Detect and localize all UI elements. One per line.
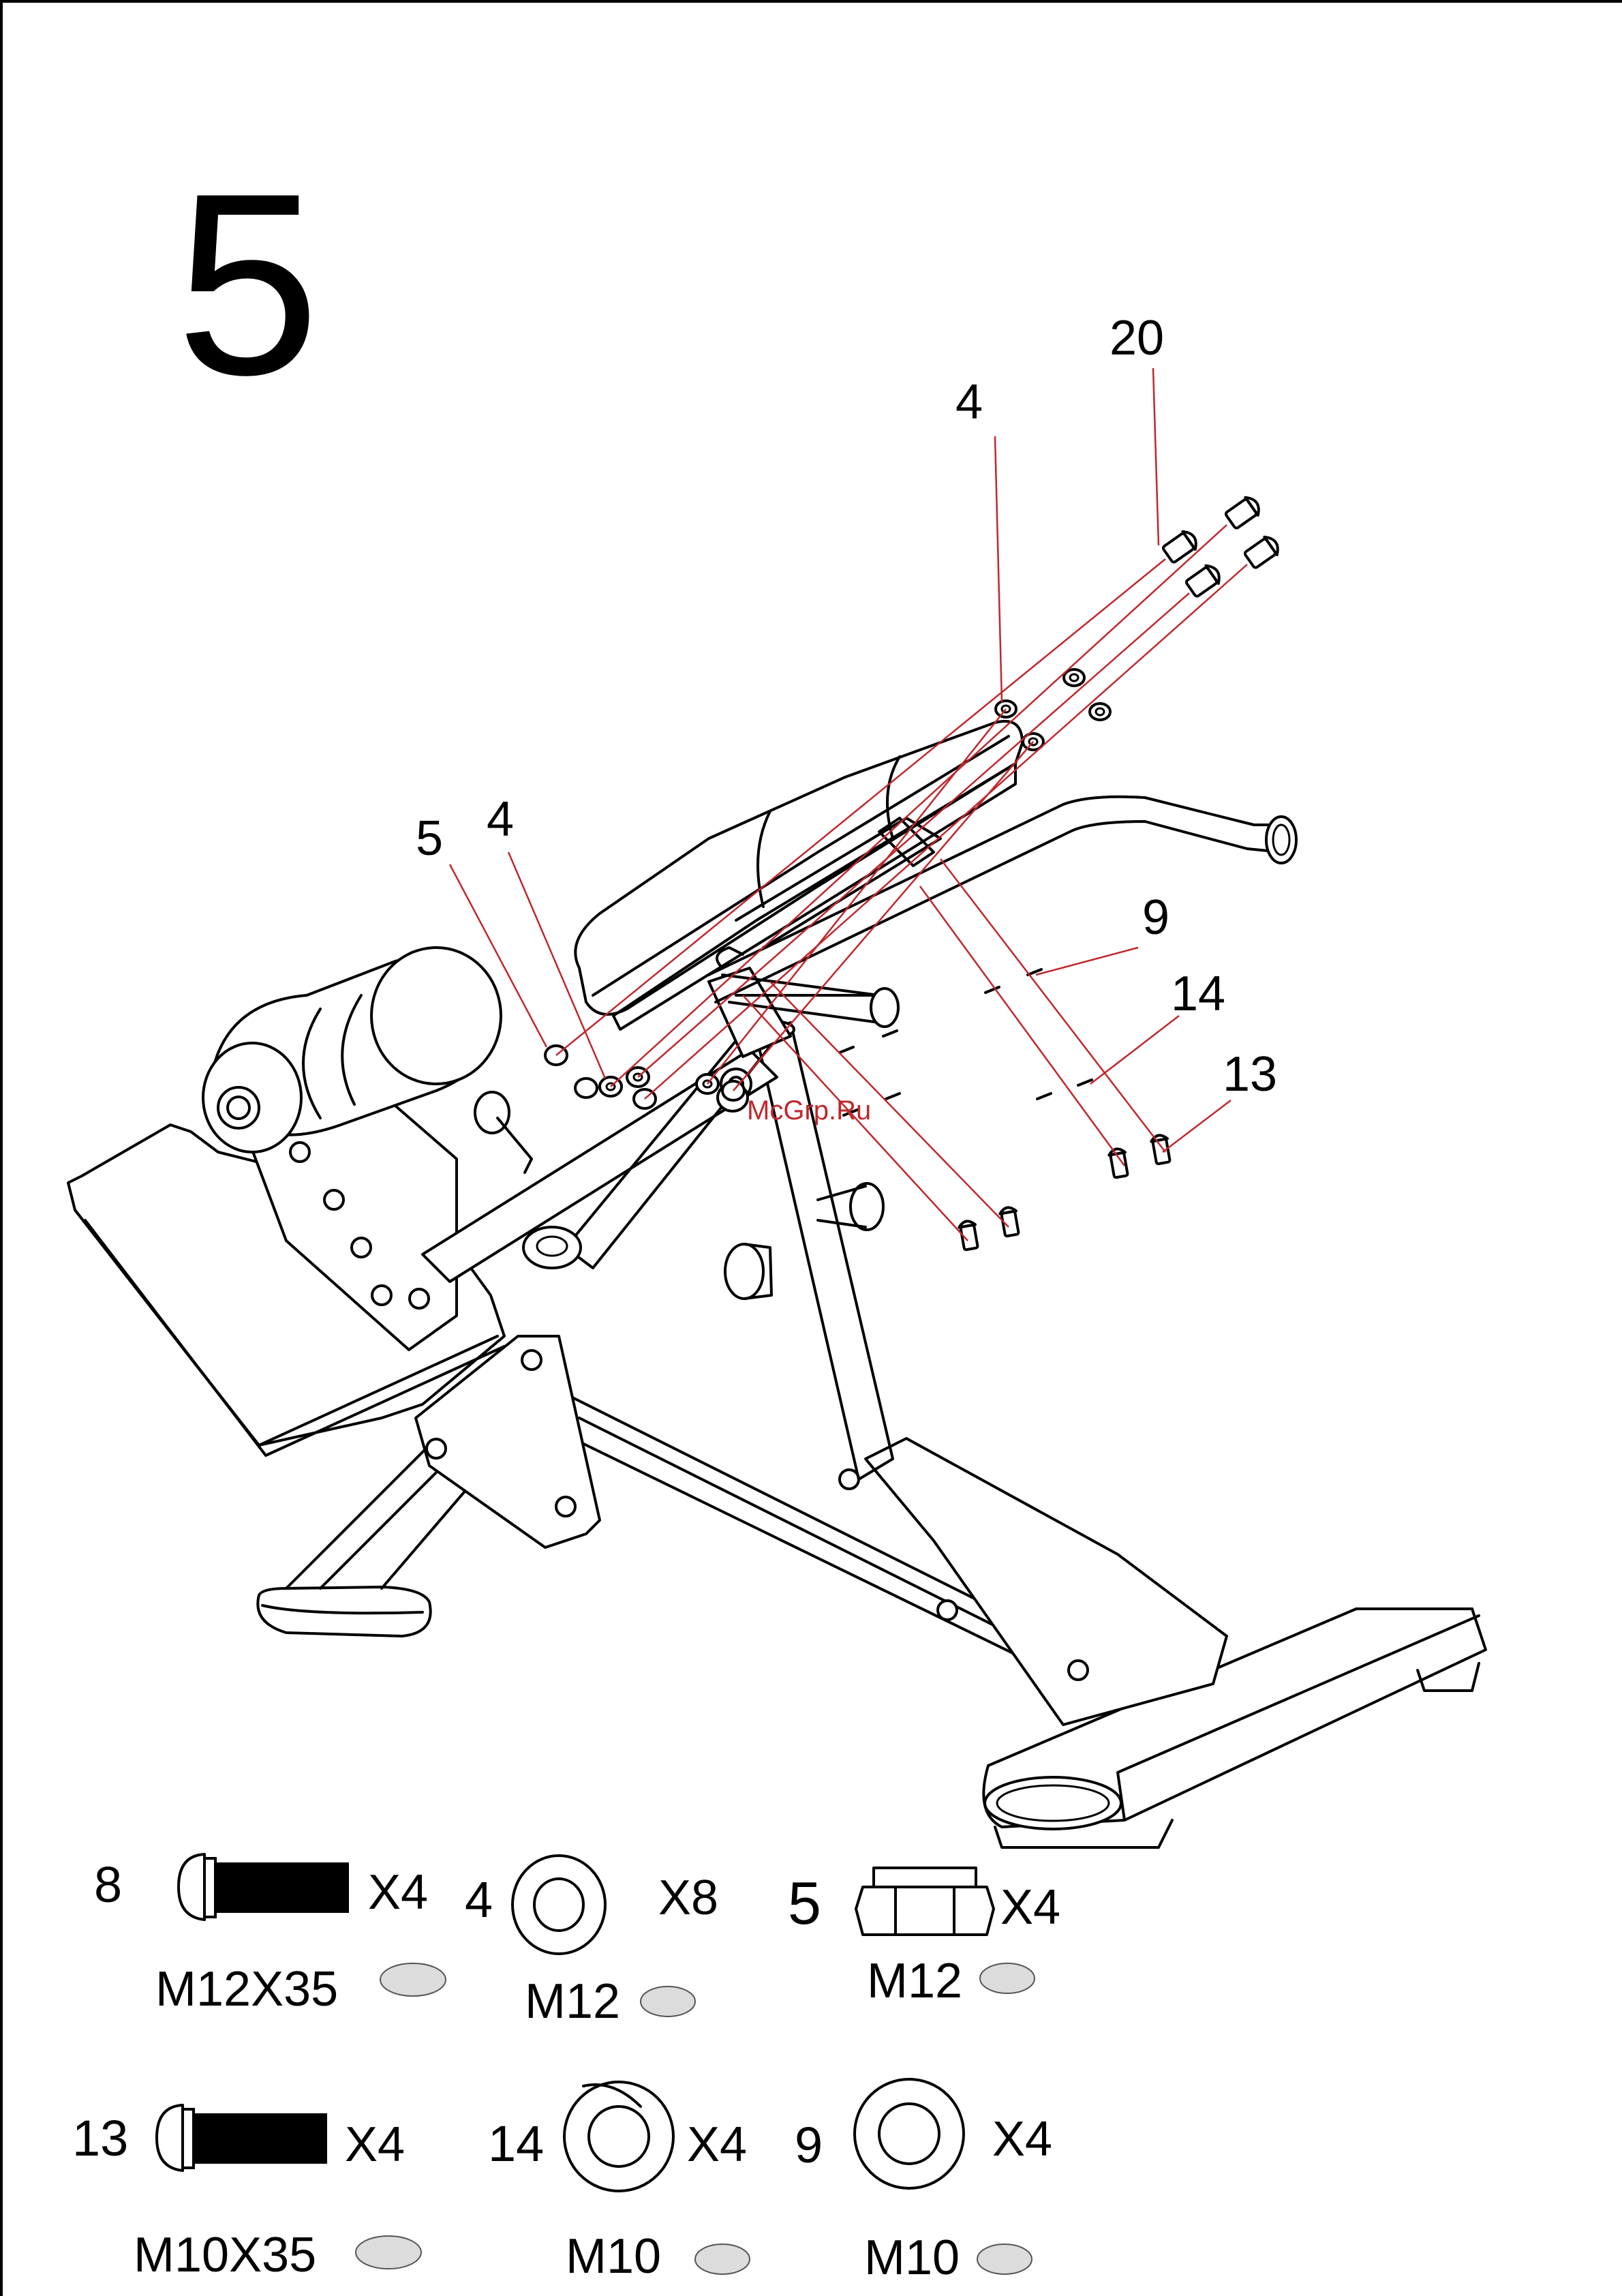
- spring-washer-icon: [564, 2082, 673, 2191]
- part-number: 5: [788, 1869, 821, 1937]
- quantity: X4: [345, 2117, 405, 2172]
- size-swatch: [980, 1963, 1035, 1993]
- quantity: X8: [658, 1871, 718, 1925]
- callout-20: 20: [1110, 311, 1164, 365]
- hardware-item-8: 8 X4 M12X35: [94, 1854, 446, 2016]
- callout-4-top: 4: [955, 375, 983, 429]
- size-swatch: [641, 1987, 695, 2016]
- hardware-item-9: 9 X4 M10: [795, 2079, 1052, 2285]
- size: M12: [867, 1954, 962, 2008]
- part-number: 14: [488, 2115, 544, 2172]
- quantity: X4: [687, 2117, 747, 2172]
- size: M10: [566, 2229, 661, 2284]
- hyperextension-bench-drawing: [68, 721, 1486, 1847]
- size-swatch: [356, 2236, 421, 2269]
- hardware-item-4: 4 X8 M12: [465, 1856, 718, 2029]
- hardware-item-5: 5 X4 M12: [788, 1868, 1060, 2008]
- size-swatch: [380, 1963, 446, 1996]
- callout-14: 14: [1171, 967, 1225, 1021]
- callout-9: 9: [1142, 890, 1169, 945]
- part-number: 9: [795, 2117, 823, 2173]
- step-number: 5: [176, 139, 320, 429]
- size-swatch: [695, 2244, 750, 2274]
- button-head-bolt-icon: [157, 2105, 327, 2171]
- watermark: McGrp.Ru: [747, 1096, 871, 1126]
- callout-4-left: 4: [487, 792, 514, 847]
- lock-nut-icon: [856, 1868, 994, 1935]
- part-number: 8: [94, 1856, 122, 1913]
- size-swatch: [977, 2244, 1032, 2274]
- size: M12X35: [155, 1962, 338, 2016]
- size: M10: [864, 2231, 960, 2285]
- callout-5: 5: [416, 811, 443, 866]
- size: M12: [525, 1974, 620, 2029]
- part-number: 13: [72, 2110, 128, 2166]
- flat-washer-icon: [512, 1856, 605, 1954]
- quantity: X4: [368, 1865, 428, 1920]
- hardware-legend: 8 X4 M12X35 4 X8 M12 5: [72, 1854, 1060, 2285]
- hardware-item-14: 14 X4 M10: [488, 2082, 750, 2284]
- part-number: 4: [465, 1871, 493, 1928]
- quantity: X4: [1000, 1880, 1060, 1935]
- button-head-bolt-icon: [179, 1854, 349, 1920]
- flat-washer-icon: [855, 2079, 964, 2188]
- hardware-item-13: 13 X4 M10X35: [72, 2105, 421, 2282]
- size: M10X35: [134, 2228, 316, 2282]
- callout-13: 13: [1223, 1047, 1277, 1102]
- quantity: X4: [992, 2112, 1052, 2166]
